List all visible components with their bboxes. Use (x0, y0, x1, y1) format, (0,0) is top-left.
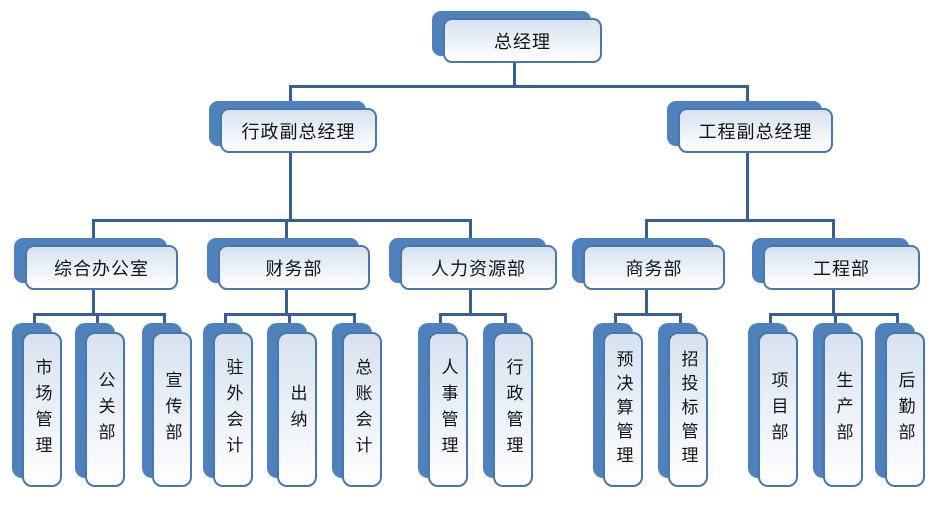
node-label: 后勤部 (894, 370, 915, 449)
connector-line (614, 313, 682, 316)
node-label: 项目部 (767, 370, 788, 449)
node-label: 工程部 (813, 258, 870, 280)
org-node-personnel-management: 人事管理 (418, 323, 468, 487)
node-label: 招投标管理 (677, 349, 698, 470)
connector-line (224, 313, 227, 325)
org-node-engineering-deputy-gm: 工程副总经理 (667, 101, 833, 153)
connector-line (285, 289, 288, 316)
connector-line (832, 289, 835, 316)
node-box: 行政管理 (493, 332, 533, 487)
org-node-finance-dept: 财务部 (207, 238, 370, 290)
node-label: 出纳 (286, 383, 307, 436)
connector-line (33, 313, 166, 316)
connector-line (289, 152, 292, 222)
connector-line (769, 313, 772, 325)
org-node-cashier: 出纳 (267, 323, 317, 487)
connector-line (513, 63, 516, 88)
org-node-admin-management: 行政管理 (483, 323, 533, 487)
org-node-project-dept: 项目部 (748, 323, 798, 487)
connector-line (645, 219, 648, 240)
org-node-production-dept: 生产部 (813, 323, 863, 487)
connector-line (832, 219, 835, 240)
node-box: 人事管理 (428, 332, 468, 487)
org-node-publicity-dept: 宣传部 (142, 323, 192, 487)
node-label: 商务部 (625, 258, 683, 280)
connector-line (896, 313, 899, 325)
node-label: 市场管理 (31, 357, 52, 462)
node-box: 后勤部 (885, 332, 925, 487)
connector-line (645, 289, 648, 316)
connector-line (469, 219, 472, 240)
connector-line (439, 313, 442, 325)
org-node-pr-dept: 公关部 (75, 323, 125, 487)
org-node-general-office: 综合办公室 (14, 238, 178, 290)
connector-line (289, 85, 749, 88)
connector-line (645, 219, 835, 222)
org-node-resident-accountant: 驻外会计 (203, 323, 253, 487)
connector-line (353, 313, 356, 325)
connector-line (614, 313, 617, 325)
org-node-hr-dept: 人力资源部 (389, 238, 557, 290)
connector-line (679, 313, 682, 325)
node-label: 驻外会计 (222, 357, 243, 462)
connector-line (469, 289, 472, 316)
node-box: 项目部 (758, 332, 798, 487)
node-box: 商务部 (583, 245, 725, 290)
connector-line (746, 152, 749, 222)
node-label: 宣传部 (161, 370, 182, 449)
connector-line (33, 313, 36, 325)
node-box: 市场管理 (22, 332, 62, 487)
node-box: 工程副总经理 (678, 108, 833, 153)
node-box: 招投标管理 (668, 332, 708, 487)
node-box: 总经理 (443, 18, 602, 63)
node-box: 工程部 (763, 245, 920, 290)
org-node-market-management: 市场管理 (12, 323, 62, 487)
node-box: 驻外会计 (213, 332, 253, 487)
connector-line (92, 219, 95, 240)
node-label: 公关部 (94, 370, 115, 449)
connector-line (439, 313, 507, 316)
org-node-ledger-accountant: 总账会计 (332, 323, 382, 487)
connector-line (285, 219, 288, 240)
node-box: 出纳 (277, 332, 317, 487)
node-label: 预决算管理 (612, 349, 633, 470)
org-node-business-dept: 商务部 (572, 238, 725, 290)
node-box: 预决算管理 (603, 332, 643, 487)
connector-line (504, 313, 507, 325)
node-label: 综合办公室 (54, 258, 149, 280)
node-box: 综合办公室 (25, 245, 178, 290)
node-box: 公关部 (85, 332, 125, 487)
org-node-bidding-management: 招投标管理 (658, 323, 708, 487)
node-label: 总经理 (494, 31, 551, 53)
node-box: 总账会计 (342, 332, 382, 487)
node-label: 行政副总经理 (241, 121, 356, 143)
node-label: 工程副总经理 (698, 121, 813, 143)
connector-line (163, 313, 166, 325)
org-node-budget-management: 预决算管理 (593, 323, 643, 487)
node-label: 总账会计 (351, 357, 372, 462)
connector-line (96, 313, 99, 325)
org-node-general-manager: 总经理 (432, 11, 602, 63)
connector-line (92, 289, 95, 316)
connector-line (746, 85, 749, 103)
node-label: 行政管理 (502, 357, 523, 462)
node-box: 财务部 (218, 245, 370, 290)
node-box: 行政副总经理 (220, 108, 377, 153)
connector-line (288, 313, 291, 325)
node-label: 生产部 (832, 370, 853, 449)
org-node-admin-deputy-gm: 行政副总经理 (209, 101, 377, 153)
org-node-logistics-dept: 后勤部 (875, 323, 925, 487)
org-node-engineering-dept: 工程部 (752, 238, 920, 290)
connector-line (834, 313, 837, 325)
connector-line (289, 85, 292, 103)
node-label: 人力资源部 (431, 258, 526, 280)
node-label: 财务部 (265, 258, 323, 280)
connector-line (92, 219, 472, 222)
node-box: 人力资源部 (400, 245, 557, 290)
node-label: 人事管理 (437, 357, 458, 462)
node-box: 宣传部 (152, 332, 192, 487)
node-box: 生产部 (823, 332, 863, 487)
